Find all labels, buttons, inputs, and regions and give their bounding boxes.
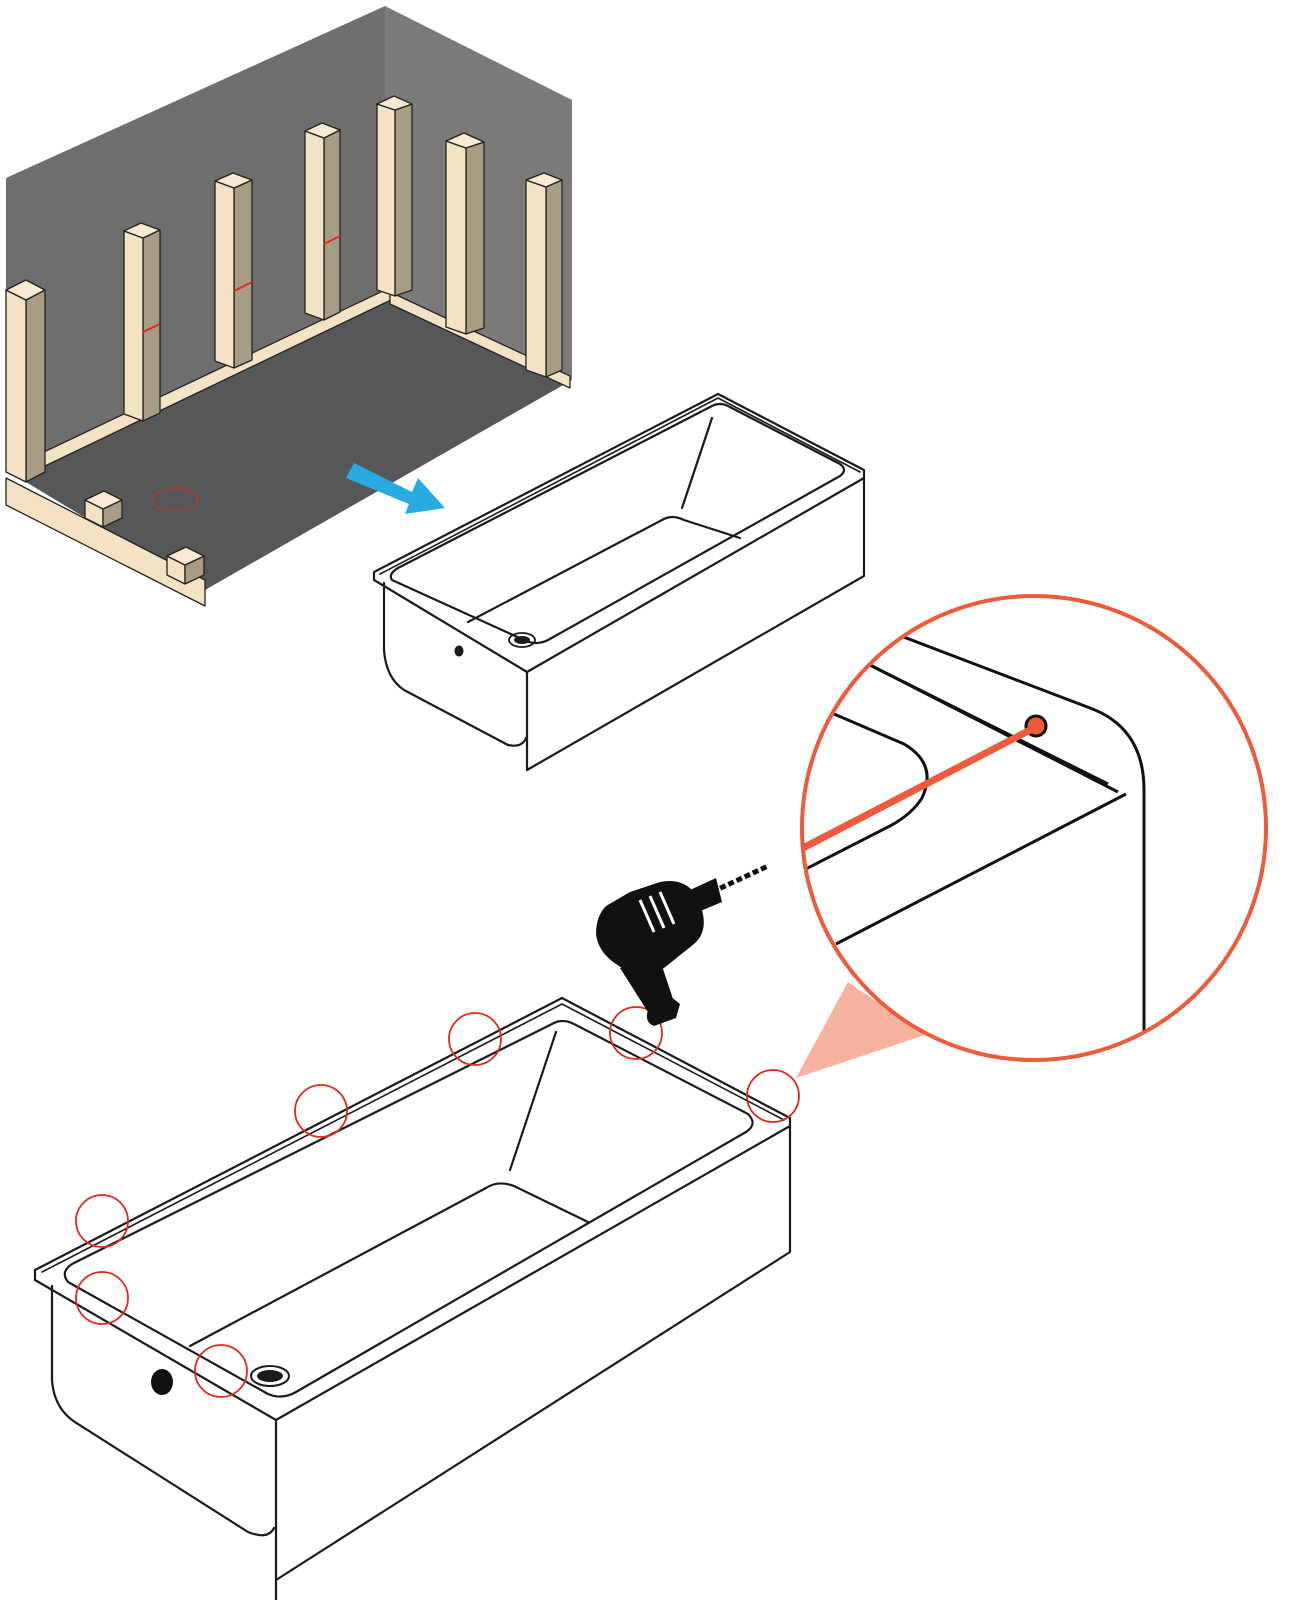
screw-point-circle [746, 1069, 800, 1123]
drain-location-mark [151, 488, 199, 512]
screw-point-circle [609, 1006, 663, 1060]
screw-point-circle [194, 1344, 248, 1398]
bathtub-large [33, 996, 792, 1600]
drain-icon [250, 1365, 290, 1387]
screw-point-circle [448, 1012, 502, 1066]
stud [304, 122, 341, 321]
bathtub-small [372, 392, 866, 772]
power-drill-icon [596, 863, 770, 1026]
stud [525, 172, 563, 378]
screw-point-circle [75, 1271, 129, 1325]
alcove-framing [5, 6, 572, 607]
screw-point-markers [75, 1006, 800, 1398]
magnifier-ring [800, 594, 1268, 1062]
side-base-plate [389, 291, 571, 389]
stud-height-mark [142, 323, 161, 333]
stud [123, 222, 161, 422]
magnify-cone [796, 982, 925, 1078]
stud [376, 95, 413, 297]
alcove-floor [6, 295, 572, 590]
drill-path-line [802, 724, 1038, 866]
blocking-block [84, 490, 123, 528]
overflow-hole-icon [151, 1369, 173, 1395]
stud-height-mark [233, 281, 253, 292]
front-base-plate [5, 477, 206, 607]
blocking-block [166, 546, 205, 585]
stud [445, 132, 485, 335]
screw-point-circle [75, 1194, 129, 1248]
stud [5, 279, 46, 483]
drain-icon [508, 632, 536, 648]
stud [214, 172, 253, 369]
back-wall [6, 6, 385, 470]
stud-height-mark [323, 235, 341, 245]
screw-point-circle [294, 1084, 348, 1138]
overflow-hole-icon [454, 645, 464, 657]
magnified-detail [800, 594, 1268, 1062]
move-arrow-icon [346, 463, 445, 514]
